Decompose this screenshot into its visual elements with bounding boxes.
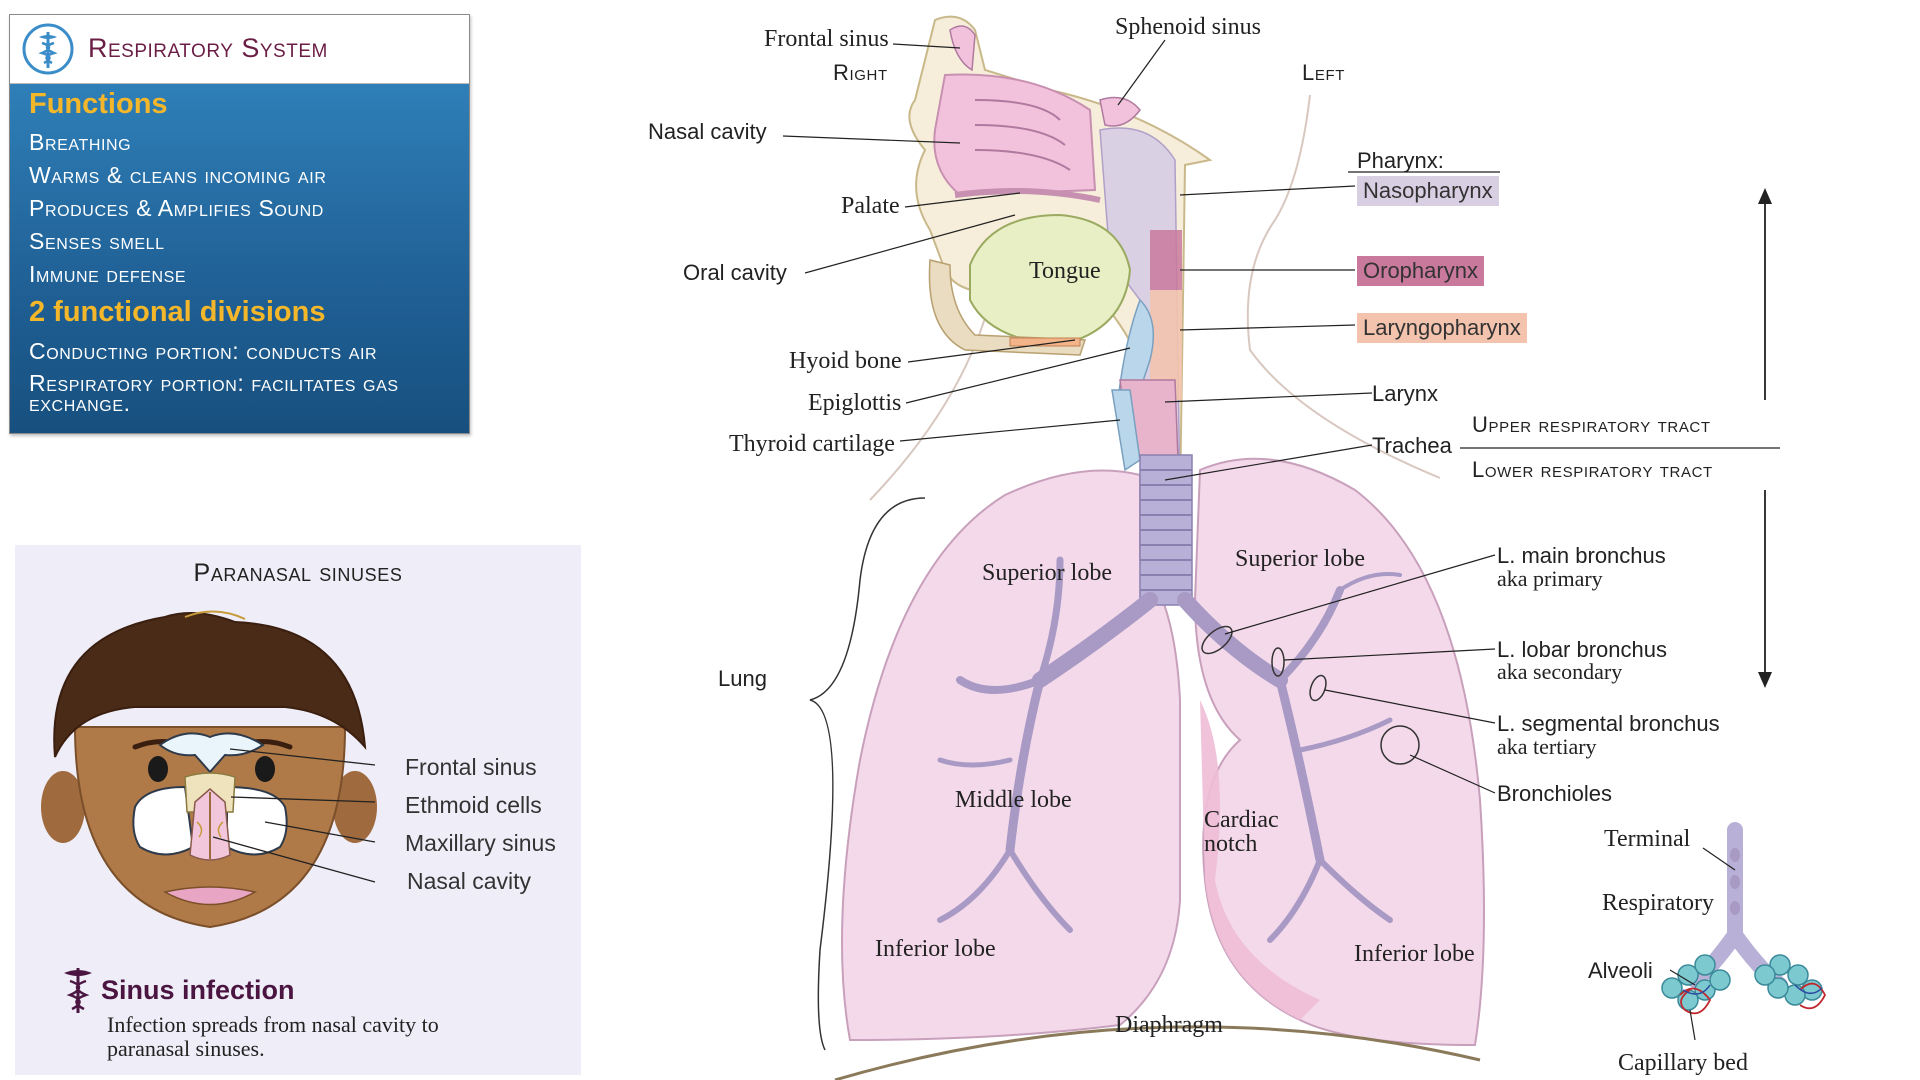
label-left: Left: [1302, 60, 1345, 85]
label-frontal-sinus: Frontal sinus: [764, 26, 889, 52]
label-palate: Palate: [841, 193, 900, 219]
sinus-label-nasal: Nasal cavity: [407, 868, 531, 894]
label-segmental-bronchus-aka: aka tertiary: [1497, 734, 1597, 759]
sinus-label-maxillary: Maxillary sinus: [405, 830, 556, 856]
label-cardiac-notch-2: notch: [1204, 831, 1258, 857]
label-superior-lobe-right: Superior lobe: [982, 560, 1112, 586]
label-right: Right: [833, 60, 888, 85]
label-bronchioles: Bronchioles: [1497, 781, 1612, 806]
label-lung: Lung: [718, 666, 767, 691]
face-sinus-illustration: [41, 610, 377, 929]
label-superior-lobe-left: Superior lobe: [1235, 546, 1365, 572]
label-oral-cavity: Oral cavity: [683, 260, 787, 285]
function-item: Produces & Amplifies Sound: [29, 195, 324, 221]
label-lobar-bronchus: L. lobar bronchus: [1497, 637, 1667, 662]
head-section: [908, 15, 1213, 501]
label-oropharynx: Oropharynx: [1357, 256, 1484, 286]
label-cardiac-notch: Cardiac: [1204, 807, 1279, 833]
sinus-panel-title: Paranasal sinuses: [193, 559, 403, 587]
sinus-infection-text: Infection spreads from nasal cavity to p…: [107, 1012, 439, 1061]
sinus-infection-title: Sinus infection: [101, 975, 295, 1005]
alveoli-diagram: [1661, 822, 1827, 1015]
label-main-bronchus: L. main bronchus: [1497, 543, 1666, 568]
functions-panel: Respiratory System Functions Breathing W…: [9, 14, 470, 434]
function-item: Warms & cleans incoming air: [29, 162, 327, 188]
label-nasal-cavity: Nasal cavity: [648, 119, 767, 144]
label-capillary-bed: Capillary bed: [1618, 1050, 1748, 1076]
label-thyroid-cartilage: Thyroid cartilage: [729, 431, 895, 457]
division-item: Respiratory portion: facilitates gas exc…: [29, 370, 399, 416]
function-item: Senses smell: [29, 228, 165, 254]
caduceus-icon: [64, 968, 92, 1013]
label-nasopharynx: Nasopharynx: [1357, 176, 1499, 206]
label-larynx: Larynx: [1372, 381, 1439, 406]
functions-panel-title: Respiratory System: [88, 33, 328, 63]
sinus-label-frontal: Frontal sinus: [405, 754, 537, 780]
label-segmental-bronchus: L. segmental bronchus: [1497, 711, 1720, 736]
respiratory-anatomy-illustration: [782, 15, 1827, 1080]
label-pharynx: Pharynx:: [1357, 148, 1444, 173]
divisions-heading: 2 functional divisions: [29, 296, 326, 328]
label-inferior-lobe-left: Inferior lobe: [1354, 941, 1475, 967]
lungs: [841, 454, 1485, 1047]
caduceus-logo-icon: [22, 23, 74, 75]
label-alveoli: Alveoli: [1588, 958, 1653, 983]
label-main-bronchus-aka: aka primary: [1497, 566, 1603, 591]
label-lower-tract: Lower respiratory tract: [1472, 457, 1713, 482]
functions-body: Functions Breathing Warms & cleans incom…: [10, 84, 469, 433]
label-hyoid-bone: Hyoid bone: [789, 348, 902, 374]
paranasal-sinus-panel: Paranasal sinuses Frontal: [15, 545, 581, 1075]
label-terminal: Terminal: [1604, 826, 1691, 852]
label-epiglottis: Epiglottis: [808, 390, 902, 416]
label-tongue: Tongue: [1029, 258, 1101, 284]
label-laryngopharynx: Laryngopharynx: [1357, 313, 1527, 343]
label-trachea: Trachea: [1372, 433, 1452, 458]
label-middle-lobe: Middle lobe: [955, 787, 1072, 813]
functions-header: Respiratory System: [10, 15, 469, 84]
label-lobar-bronchus-aka: aka secondary: [1497, 659, 1623, 684]
label-upper-tract: Upper respiratory tract: [1472, 412, 1711, 437]
label-sphenoid-sinus: Sphenoid sinus: [1115, 14, 1262, 40]
function-item: Immune defense: [29, 261, 187, 287]
sinus-label-ethmoid: Ethmoid cells: [405, 792, 542, 818]
label-respiratory: Respiratory: [1602, 890, 1714, 916]
function-item: Breathing: [29, 129, 132, 155]
functions-heading: Functions: [29, 88, 168, 120]
label-diaphragm: Diaphragm: [1115, 1012, 1223, 1038]
division-item: Conducting portion: conducts air: [29, 338, 378, 364]
label-inferior-lobe-right: Inferior lobe: [875, 936, 996, 962]
